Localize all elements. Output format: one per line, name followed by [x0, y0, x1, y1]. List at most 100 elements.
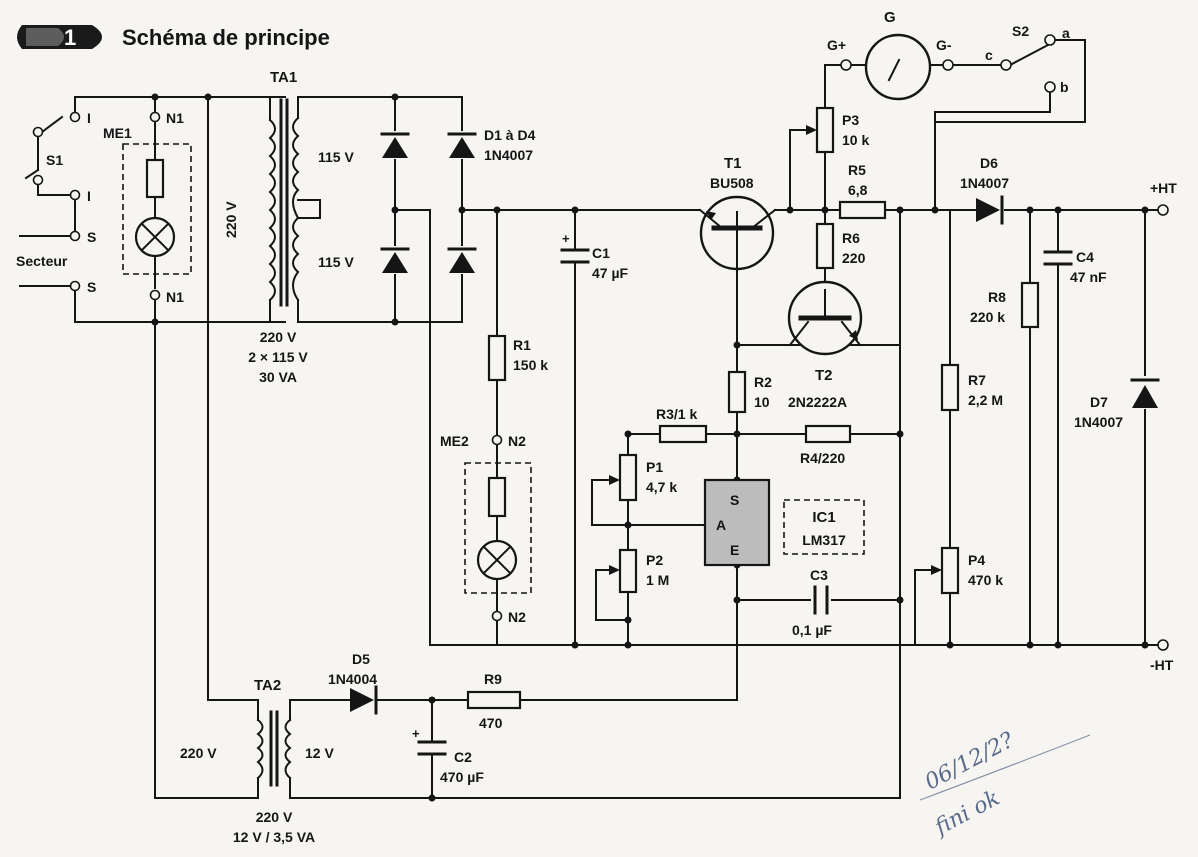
galvanometer-g: G G+ G-	[827, 9, 954, 101]
ic1-pin-s: S	[730, 492, 739, 508]
neon1-pin-bottom: N1	[166, 289, 184, 305]
p2-value: 1 M	[646, 572, 669, 588]
ta1-spec-2: 2 × 115 V	[248, 349, 308, 365]
r7-value: 2,2 M	[968, 392, 1003, 408]
neon-lamp-me2: ME2 N2 N2	[440, 433, 532, 625]
resistor-r4: R4/220	[800, 424, 852, 466]
potentiometer-p1: P1 4,7 k	[609, 453, 677, 502]
bridge-rectifier: D1 à D4 1N4007	[380, 127, 536, 273]
s2-contact-a: a	[1062, 25, 1070, 41]
neon2-pin-top: N2	[508, 433, 526, 449]
wires	[74, 39, 1159, 799]
ta1-primary: 220 V	[223, 201, 239, 238]
capacitor-c1: + C1 47 µF	[560, 231, 629, 281]
ic1-part: LM317	[802, 532, 846, 548]
switch-contact	[32, 174, 44, 186]
c1-value: 47 µF	[592, 265, 629, 281]
p1-value: 4,7 k	[646, 479, 677, 495]
neon2-pin-bottom: N2	[508, 609, 526, 625]
potentiometer-p2: P2 1 M	[609, 548, 669, 594]
r2-name: R2	[754, 374, 772, 390]
ta1-spec-3: 30 VA	[259, 369, 297, 385]
ta2-spec-2: 12 V / 3,5 VA	[233, 829, 315, 845]
d5-name: D5	[352, 651, 370, 667]
resistor-r7: R7 2,2 M	[940, 363, 1003, 412]
s2-contact-c: c	[985, 47, 993, 63]
figure-header: 1 Schéma de principe	[17, 25, 330, 50]
resistor-r6: R6 220	[815, 222, 866, 270]
input-switch-s1: S1 I I S S Secteur	[16, 110, 96, 323]
p3-value: 10 k	[842, 132, 869, 148]
diode-d7: D7 1N4007	[1074, 378, 1160, 430]
handwritten-annotation: 06/12/2? fini ok	[919, 728, 1091, 842]
resistor-r1: R1 150 k	[487, 334, 548, 382]
r1-value: 150 k	[513, 357, 548, 373]
ta2-spec-1: 220 V	[256, 809, 293, 825]
d6-name: D6	[980, 155, 998, 171]
s2-name: S2	[1012, 23, 1029, 39]
t1-name: T1	[724, 155, 742, 172]
switch-pivot	[32, 126, 44, 138]
r9-name: R9	[484, 671, 502, 687]
neon-lamp-me1: ME1 N1 N1	[103, 110, 192, 305]
figure-title: Schéma de principe	[122, 25, 330, 50]
transformer-ta2: TA2 220 V 12 V 220 V 12 V / 3,5 VA	[180, 677, 334, 845]
junctions	[151, 93, 1149, 802]
r5-name: R5	[848, 162, 866, 178]
ic1-pin-a: A	[716, 517, 726, 533]
c4-name: C4	[1076, 249, 1094, 265]
regulator-ic1: S A E IC1 LM317	[703, 478, 865, 567]
capacitor-c3: C3 0,1 µF	[792, 567, 832, 638]
neon2-name: ME2	[440, 433, 469, 449]
r3-label: R3/1 k	[656, 406, 697, 422]
r2-value: 10	[754, 394, 770, 410]
resistor-r5: R5 6,8	[838, 162, 887, 220]
ta2-name: TA2	[254, 677, 281, 694]
ta1-spec-1: 220 V	[260, 329, 297, 345]
c1-name: C1	[592, 245, 610, 261]
c3-name: C3	[810, 567, 828, 583]
c1-polarity: +	[562, 231, 570, 246]
ta2-primary: 220 V	[180, 745, 217, 761]
p1-name: P1	[646, 459, 663, 475]
diode-d5: D5 1N4004	[328, 651, 378, 715]
resistor-r9: R9 470	[466, 671, 522, 731]
transformer-ta1: TA1 220 V 115 V 115 V 220 V 2 × 115 V 30…	[223, 69, 354, 385]
terminal-s2-label: S	[87, 279, 96, 295]
neon1-pin-top: N1	[166, 110, 184, 126]
terminal-i2-label: I	[87, 188, 91, 204]
annotation-date: 06/12/2?	[921, 728, 1018, 796]
t2-part: 2N2222A	[788, 394, 847, 410]
r1-name: R1	[513, 337, 531, 353]
neon1-name: ME1	[103, 125, 132, 141]
r6-name: R6	[842, 230, 860, 246]
potentiometer-p3: P3 10 k	[806, 106, 869, 154]
p2-name: P2	[646, 552, 663, 568]
capacitor-c2: + C2 470 µF	[412, 726, 484, 785]
p3-name: P3	[842, 112, 859, 128]
r5-value: 6,8	[848, 182, 868, 198]
p4-value: 470 k	[968, 572, 1003, 588]
figure-number: 1	[64, 25, 76, 50]
annotation-note: fini ok	[929, 786, 1004, 842]
resistor-r8: R8 220 k	[970, 281, 1040, 329]
terminal-s2	[69, 280, 81, 292]
d5-part: 1N4004	[328, 671, 377, 687]
transistor-t1: T1 BU508	[698, 155, 777, 271]
c2-polarity: +	[412, 726, 420, 741]
r6-value: 220	[842, 250, 866, 266]
terminal-i1-label: I	[87, 110, 91, 126]
switch-label: S1	[46, 152, 63, 168]
meter-name: G	[884, 9, 896, 26]
resistor-r2: R2 10	[727, 370, 772, 414]
c2-value: 470 µF	[440, 769, 484, 785]
r9-value: 470	[479, 715, 503, 731]
meter-plus: G+	[827, 37, 846, 53]
r8-name: R8	[988, 289, 1006, 305]
d7-part: 1N4007	[1074, 414, 1123, 430]
ta1-secondary-1: 115 V	[318, 149, 354, 165]
switch-s2: S2 a b c	[985, 23, 1070, 95]
ta1-name: TA1	[270, 69, 297, 86]
r7-name: R7	[968, 372, 986, 388]
